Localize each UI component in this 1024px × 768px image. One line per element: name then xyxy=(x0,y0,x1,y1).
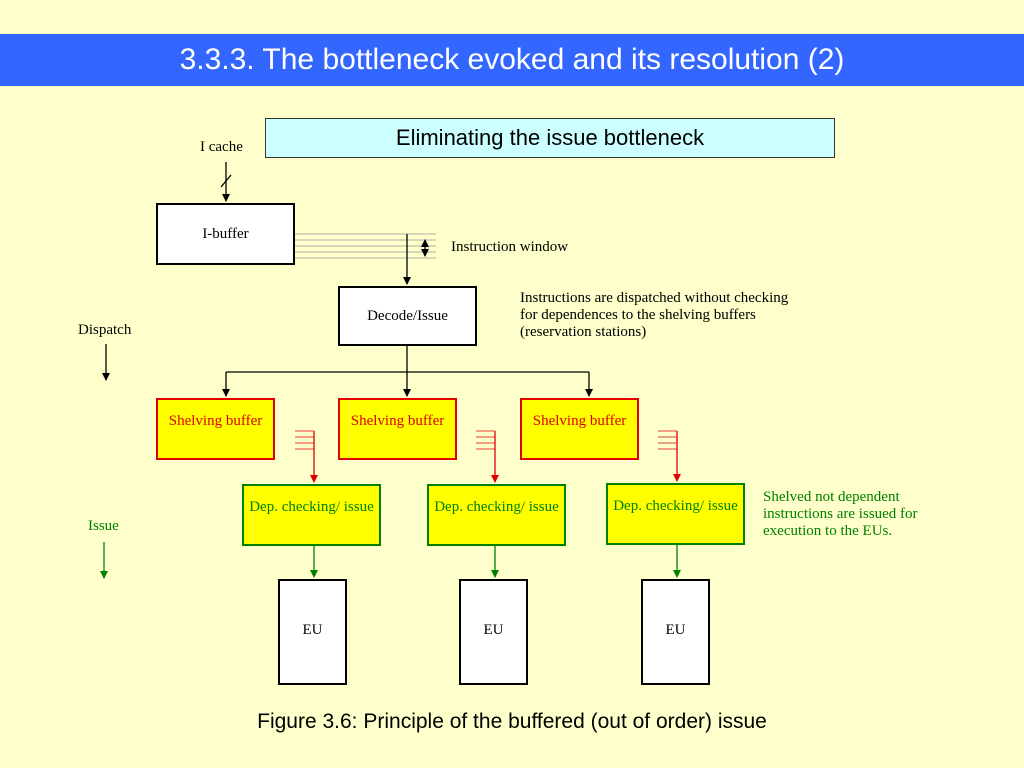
dispatch-note: Instructions are dispatched without chec… xyxy=(520,290,789,340)
diagram-subtitle: Eliminating the issue bottleneck xyxy=(265,118,835,158)
shelving-buffer-1: Shelving buffer xyxy=(156,398,275,460)
figure-caption: Figure 3.6: Principle of the buffered (o… xyxy=(257,710,767,733)
icache-arrow xyxy=(220,162,232,202)
shelving-buffer-label: Shelving buffer xyxy=(168,413,263,429)
dep-to-eu-arrows xyxy=(310,545,681,578)
shelving-buffer-label: Shelving buffer xyxy=(350,413,445,429)
eu-box-3: EU xyxy=(641,579,710,685)
icache-label: I cache xyxy=(200,139,243,155)
slide-title: 3.3.3. The bottleneck evoked and its res… xyxy=(0,34,1024,86)
eu-label: EU xyxy=(483,622,504,638)
shelving-buffer-label: Shelving buffer xyxy=(532,413,627,429)
eu-box-1: EU xyxy=(278,579,347,685)
decode-issue-box: Decode/Issue xyxy=(338,286,477,346)
dep-checking-label: Dep. checking/ issue xyxy=(249,499,374,515)
issue-note: Shelved not dependent instructions are i… xyxy=(763,489,918,539)
shelving-slots xyxy=(295,430,677,450)
shelving-to-dep-arrows xyxy=(310,431,681,483)
dep-checking-box-1: Dep. checking/ issue xyxy=(242,484,381,546)
dispatch-label: Dispatch xyxy=(78,322,132,338)
shelving-buffer-3: Shelving buffer xyxy=(520,398,639,460)
eu-box-2: EU xyxy=(459,579,528,685)
eu-label: EU xyxy=(302,622,323,638)
decode-issue-label: Decode/Issue xyxy=(367,308,448,324)
issue-label: Issue xyxy=(88,518,119,534)
shelving-buffer-2: Shelving buffer xyxy=(338,398,457,460)
dep-checking-label: Dep. checking/ issue xyxy=(613,498,738,514)
eu-label: EU xyxy=(665,622,686,638)
dispatch-fanout xyxy=(222,346,593,397)
dep-checking-box-2: Dep. checking/ issue xyxy=(427,484,566,546)
ibuffer-label: I-buffer xyxy=(202,226,249,242)
instruction-window-label: Instruction window xyxy=(451,239,569,255)
ibuffer-box: I-buffer xyxy=(156,203,295,265)
dep-checking-label: Dep. checking/ issue xyxy=(434,499,559,515)
instruction-window-lines xyxy=(295,233,436,259)
dep-checking-box-3: Dep. checking/ issue xyxy=(606,483,745,545)
